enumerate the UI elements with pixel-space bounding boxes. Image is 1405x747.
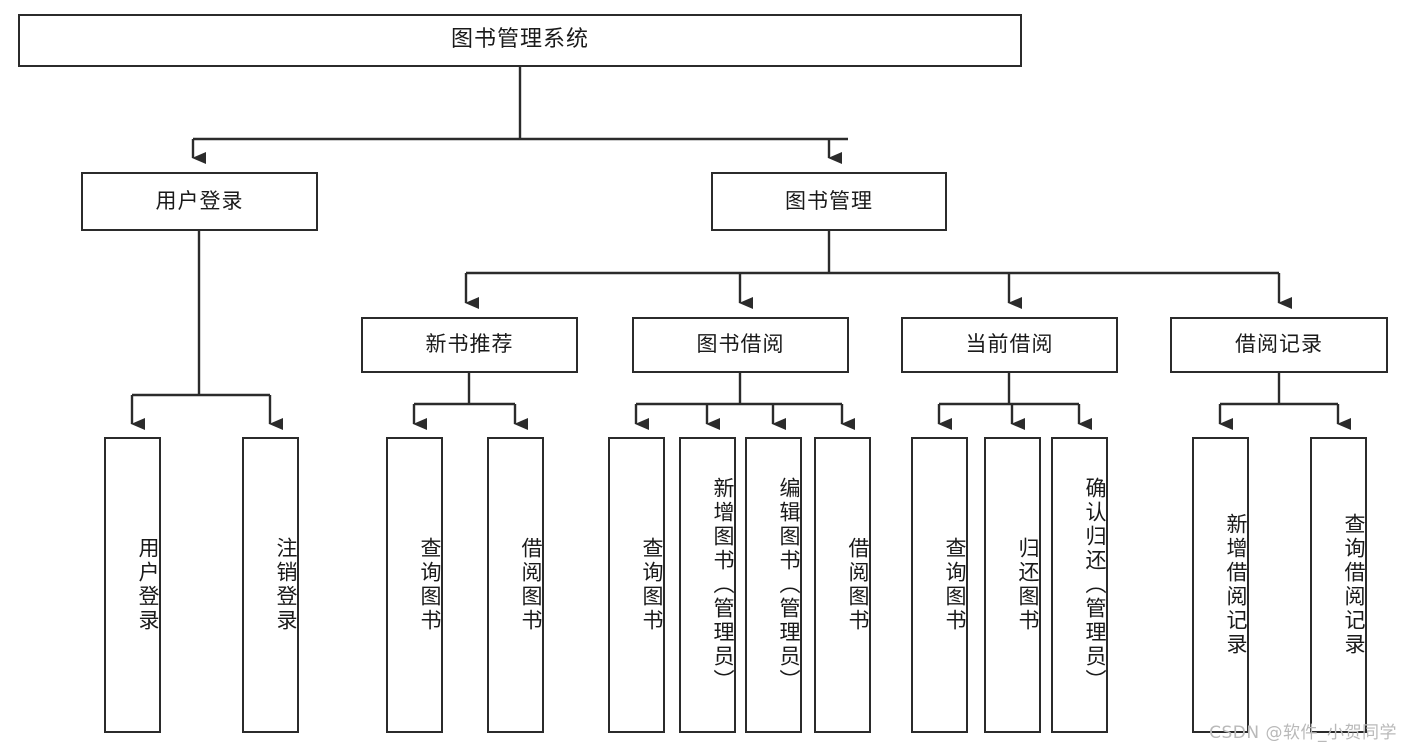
- node-root[interactable]: 图书管理系统: [18, 14, 1022, 67]
- node-borrow-record[interactable]: 借阅记录: [1170, 317, 1388, 373]
- leaf-query-book-3-label: 查询图书: [943, 537, 967, 633]
- node-new-book-recommend[interactable]: 新书推荐: [361, 317, 578, 373]
- node-user-login-label: 用户登录: [155, 188, 244, 213]
- node-book-manage-label: 图书管理: [785, 188, 873, 213]
- leaf-edit-book-label: 编辑图书（管理员）: [777, 477, 801, 693]
- node-book-borrow[interactable]: 图书借阅: [632, 317, 849, 373]
- node-book-borrow-label: 图书借阅: [696, 332, 785, 357]
- leaf-query-book-2-label: 查询图书: [640, 537, 664, 633]
- node-book-manage[interactable]: 图书管理: [711, 172, 947, 231]
- node-current-borrow[interactable]: 当前借阅: [901, 317, 1118, 373]
- leaf-add-record[interactable]: 新增借阅记录: [1192, 437, 1249, 733]
- leaf-query-book-1-label: 查询图书: [418, 537, 442, 633]
- leaf-borrow-book-2-label: 借阅图书: [846, 537, 870, 633]
- leaf-return-book-label: 归还图书: [1016, 537, 1040, 633]
- leaf-add-record-label: 新增借阅记录: [1224, 513, 1248, 657]
- leaf-logout-label: 注销登录: [274, 537, 298, 633]
- node-root-label: 图书管理系统: [450, 27, 589, 53]
- node-borrow-record-label: 借阅记录: [1235, 332, 1323, 357]
- leaf-logout[interactable]: 注销登录: [242, 437, 299, 733]
- leaf-user-login[interactable]: 用户登录: [104, 437, 161, 733]
- leaf-return-book[interactable]: 归还图书: [984, 437, 1041, 733]
- leaf-confirm-return-label: 确认归还（管理员）: [1083, 477, 1107, 693]
- csdn-watermark: CSDN @软件_小贺同学: [1209, 723, 1397, 743]
- leaf-add-book-label: 新增图书（管理员）: [711, 477, 735, 693]
- leaf-borrow-book-2[interactable]: 借阅图书: [814, 437, 871, 733]
- node-new-book-recommend-label: 新书推荐: [425, 332, 514, 357]
- leaf-user-login-label: 用户登录: [136, 537, 160, 633]
- leaf-query-book-1[interactable]: 查询图书: [386, 437, 443, 733]
- leaf-borrow-book-1-label: 借阅图书: [519, 537, 543, 633]
- leaf-query-book-2[interactable]: 查询图书: [608, 437, 665, 733]
- leaf-add-book[interactable]: 新增图书（管理员）: [679, 437, 736, 733]
- leaf-edit-book[interactable]: 编辑图书（管理员）: [745, 437, 802, 733]
- leaf-query-book-3[interactable]: 查询图书: [911, 437, 968, 733]
- node-user-login[interactable]: 用户登录: [81, 172, 318, 231]
- leaf-borrow-book-1[interactable]: 借阅图书: [487, 437, 544, 733]
- leaf-confirm-return[interactable]: 确认归还（管理员）: [1051, 437, 1108, 733]
- node-current-borrow-label: 当前借阅: [965, 332, 1054, 357]
- leaf-query-record-label: 查询借阅记录: [1342, 513, 1366, 657]
- leaf-query-record[interactable]: 查询借阅记录: [1310, 437, 1367, 733]
